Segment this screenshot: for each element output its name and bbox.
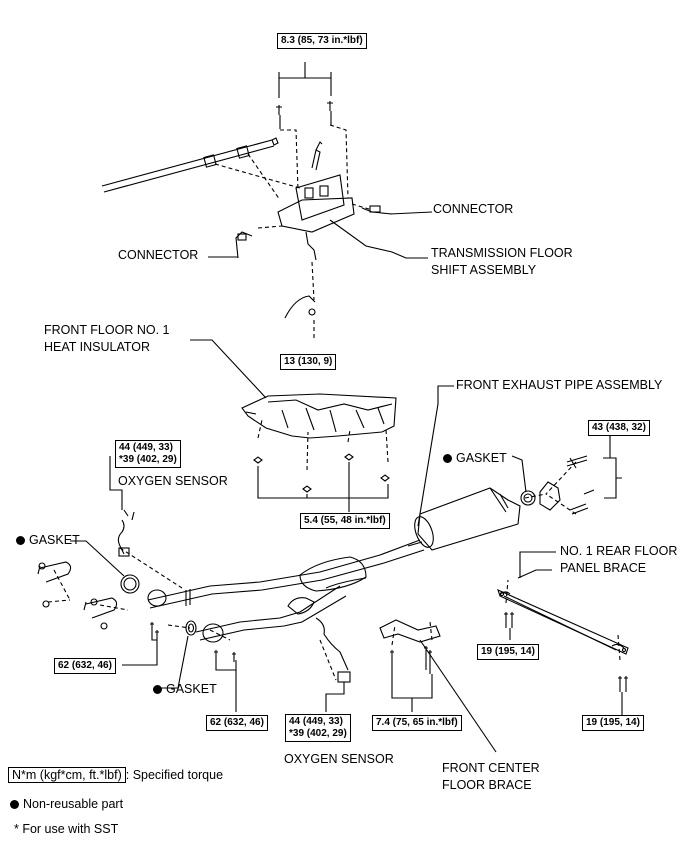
leader-lines (70, 211, 556, 689)
torque-flange-bolts: 43 (438, 32) (588, 420, 650, 436)
torque-shift-bolts: 8.3 (85, 73 in.*lbf) (277, 33, 367, 49)
label-heat-insulator-1: FRONT FLOOR NO. 1 (44, 323, 170, 337)
gasket-lower (185, 620, 197, 636)
label-shift-assembly-2: SHIFT ASSEMBLY (431, 263, 537, 277)
shift-bolts (276, 62, 333, 129)
torque-front-mid-nuts: 62 (632, 46) (206, 715, 268, 731)
gasket-right-text: GASKET (456, 451, 507, 465)
shift-cable (101, 137, 279, 193)
legend-units-box: N*m (kgf*cm, ft.*lbf) (8, 767, 126, 783)
shift-assembly (277, 141, 355, 261)
oxygen-sensor-lower-shape (315, 617, 351, 712)
label-gasket-right: GASKET (443, 451, 507, 466)
legend-units-text: : Specified torque (125, 768, 224, 782)
gasket-lower-text: GASKET (166, 682, 217, 696)
label-exhaust-pipe: FRONT EXHAUST PIPE ASSEMBLY (456, 378, 663, 392)
legend-non-reusable-text: Non-reusable part (23, 797, 124, 811)
shift-bracket (284, 295, 316, 319)
front-left-nuts (122, 622, 159, 666)
insulator-nuts (253, 453, 390, 512)
legend-units: N*m (kgf*cm, ft.*lbf): Specified torque (8, 767, 224, 783)
label-shift-assembly-1: TRANSMISSION FLOOR (431, 246, 573, 260)
gasket-flange (520, 490, 536, 506)
torque-insulator-nuts: 5.4 (55, 48 in.*lbf) (300, 513, 390, 529)
torque-sensor-lower-line1: 44 (449, 33) (289, 716, 343, 727)
label-connector-left: CONNECTOR (118, 248, 199, 262)
label-oxygen-sensor-upper: OXYGEN SENSOR (118, 474, 228, 488)
torque-shift-nut: 13 (130, 9) (280, 354, 337, 370)
torque-center-brace-bolts: 7.4 (75, 65 in.*lbf) (372, 715, 462, 731)
center-brace-shape (379, 619, 497, 753)
label-heat-insulator-2: HEAT INSULATOR (44, 340, 151, 354)
torque-rear-brace-right: 19 (195, 14) (582, 715, 644, 731)
left-connector (235, 231, 253, 259)
front-pipe-ends (37, 561, 118, 630)
label-gasket-lower: GASKET (153, 682, 217, 697)
non-reusable-dot (10, 800, 19, 809)
legend-sst-note: * For use with SST (14, 822, 119, 836)
gasket-front-left (120, 574, 140, 594)
label-rear-brace-2: PANEL BRACE (560, 561, 647, 575)
label-center-brace-2: FLOOR BRACE (442, 778, 532, 792)
label-center-brace-1: FRONT CENTER (442, 761, 540, 775)
alignment-lines (47, 124, 621, 681)
non-reusable-dot (443, 454, 452, 463)
heat-insulator-shape (241, 393, 397, 439)
legend-non-reusable: Non-reusable part (10, 797, 123, 812)
non-reusable-dot (153, 685, 162, 694)
label-connector-right: CONNECTOR (433, 202, 514, 216)
torque-sensor-upper: 44 (449, 33) *39 (402, 29) (115, 440, 181, 468)
exhaust-pipe-assembly (147, 487, 521, 643)
label-oxygen-sensor-lower: OXYGEN SENSOR (284, 752, 394, 766)
label-gasket-left: GASKET (16, 533, 80, 548)
front-mid-nuts (214, 650, 237, 712)
torque-sensor-lower: 44 (449, 33) *39 (402, 29) (285, 714, 351, 742)
torque-sensor-upper-line2: *39 (402, 29) (119, 454, 177, 465)
flange-bolts (539, 436, 622, 515)
torque-sensor-upper-line1: 44 (449, 33) (119, 442, 173, 453)
rear-brace-shape (497, 569, 629, 715)
torque-rear-brace-left: 19 (195, 14) (477, 644, 539, 660)
label-rear-brace-1: NO. 1 REAR FLOOR (560, 544, 678, 558)
torque-front-left-nuts: 62 (632, 46) (54, 658, 116, 674)
torque-sensor-lower-line2: *39 (402, 29) (289, 728, 347, 739)
non-reusable-dot (16, 536, 25, 545)
oxygen-sensor-upper-shape (109, 456, 135, 557)
gasket-left-text: GASKET (29, 533, 80, 547)
